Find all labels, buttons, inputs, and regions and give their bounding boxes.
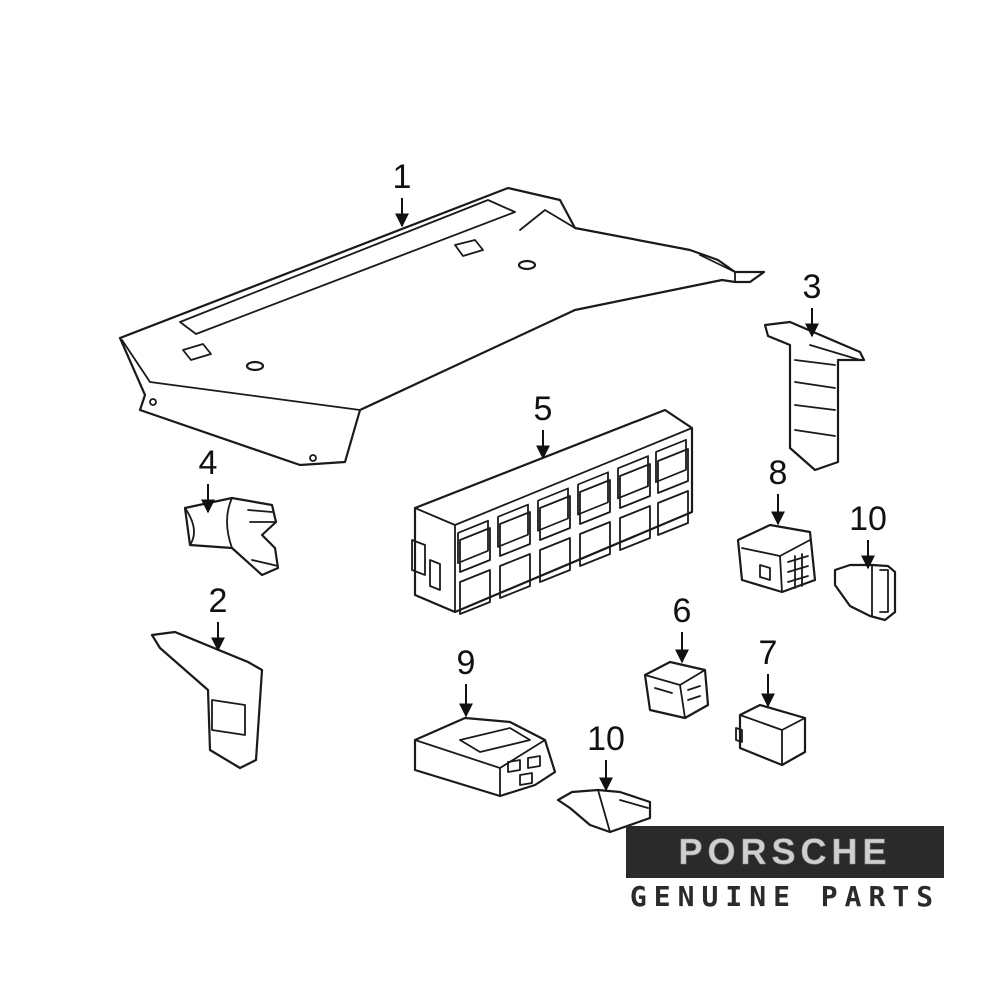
part-2-clip-bracket xyxy=(150,630,264,770)
callout-2: 2 xyxy=(209,582,228,620)
callout-arrows xyxy=(201,198,875,792)
callout-1: 1 xyxy=(393,158,412,196)
part-7-relay-cube xyxy=(735,703,807,767)
porsche-logo-word: PORSCHE xyxy=(678,831,891,872)
part-8-connector xyxy=(736,523,817,594)
callout-6: 6 xyxy=(673,592,692,630)
callout-10-upper: 10 xyxy=(849,500,887,538)
callout-4: 4 xyxy=(199,444,218,482)
part-1-bracket-tray xyxy=(118,186,766,467)
genuine-parts-tagline: GENUINE PARTS xyxy=(630,880,940,913)
callout-9: 9 xyxy=(457,644,476,682)
part-4-cable-clip xyxy=(183,496,280,577)
part-3-clip-bracket xyxy=(763,320,866,472)
callout-labels: 1 2 3 4 5 6 7 8 9 10 10 xyxy=(199,158,887,758)
porsche-logo-bg xyxy=(626,826,944,878)
callout-8: 8 xyxy=(769,454,788,492)
part-10-fuse-upper xyxy=(833,563,897,622)
callout-7: 7 xyxy=(759,634,778,672)
relay-sockets xyxy=(457,438,687,564)
callout-10-lower: 10 xyxy=(587,720,625,758)
part-5-relay-carrier xyxy=(411,408,694,615)
part-6-small-relay xyxy=(643,660,710,720)
part-9-fuse-holder xyxy=(413,716,557,798)
part-10-fuse-lower xyxy=(556,788,652,834)
callout-3: 3 xyxy=(803,268,822,306)
callout-5: 5 xyxy=(534,390,553,428)
brand-block: PORSCHE GENUINE PARTS xyxy=(626,826,944,913)
